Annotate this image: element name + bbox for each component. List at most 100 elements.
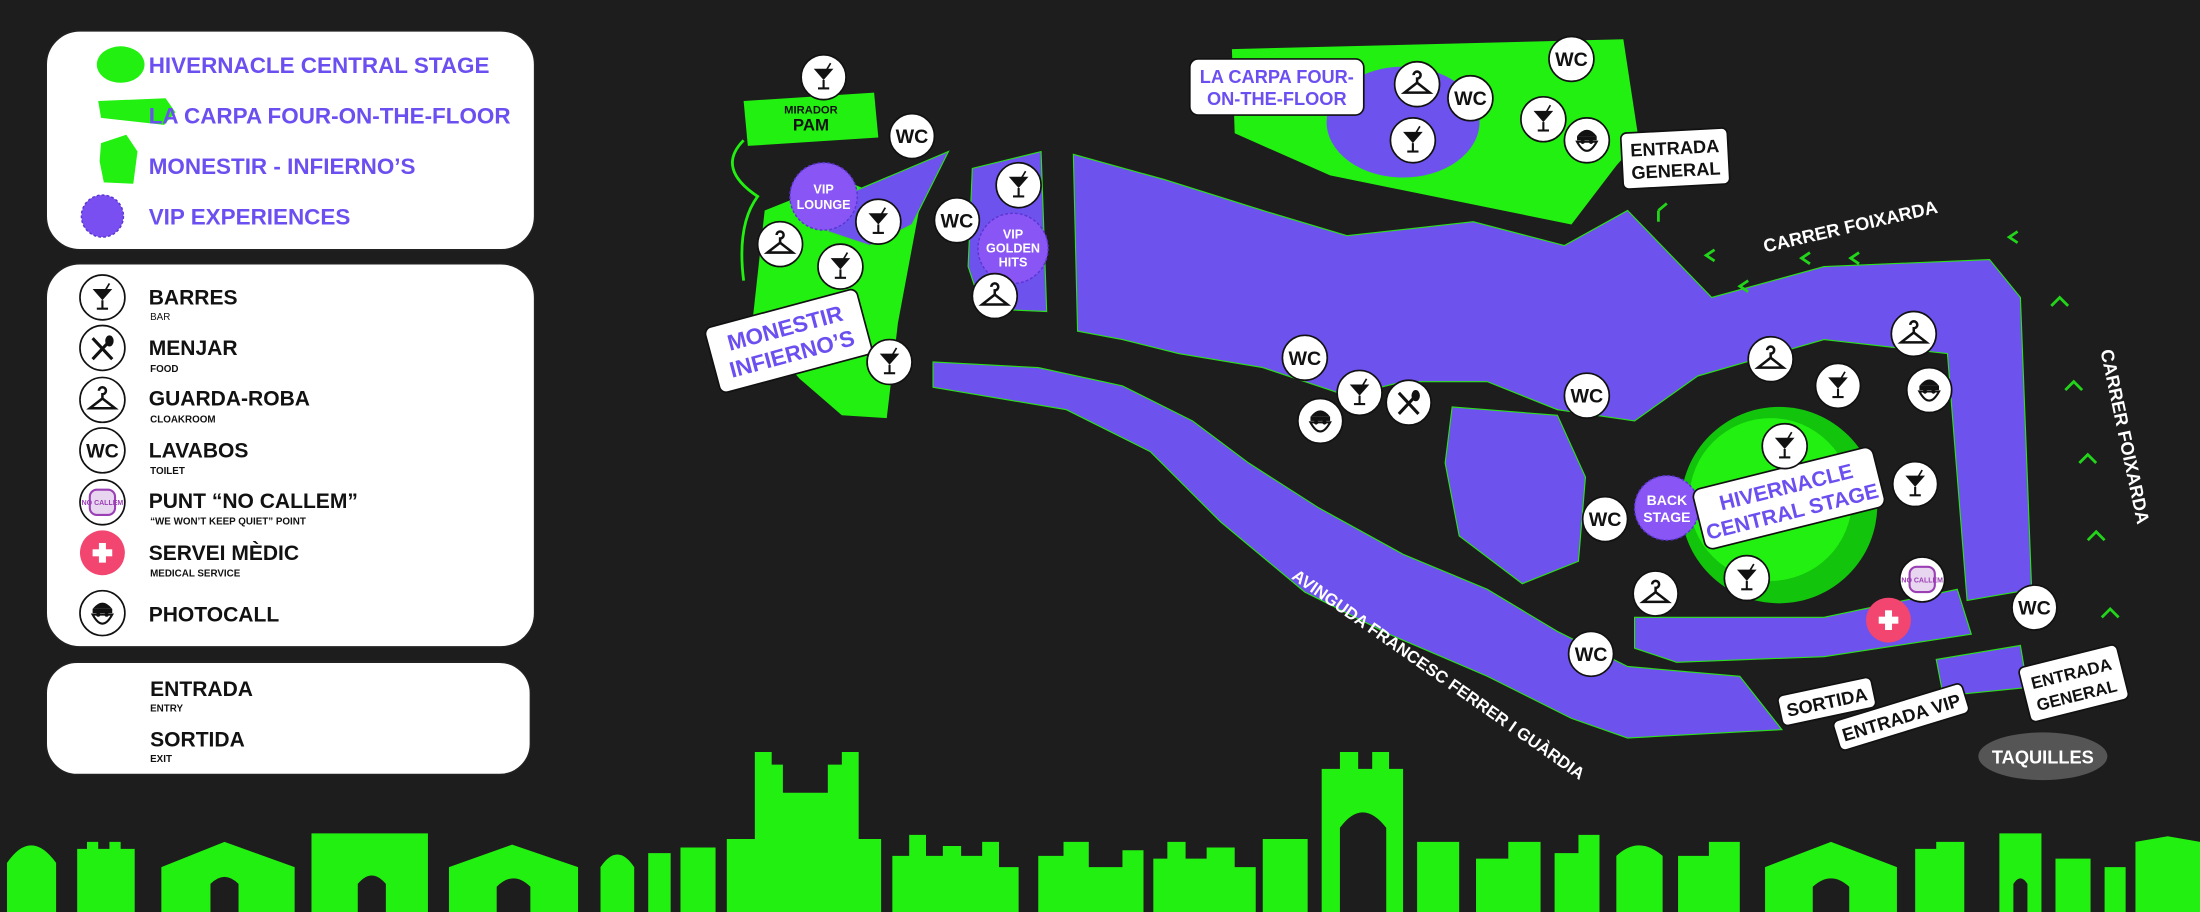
bar-marker[interactable]	[1723, 554, 1771, 602]
wc-marker[interactable]	[1581, 495, 1629, 543]
castle-skyline	[7, 752, 2200, 912]
bar-marker[interactable]	[1336, 369, 1383, 417]
hivernacle-swatch-icon	[96, 46, 145, 83]
svg-text:ON-THE-FLOOR: ON-THE-FLOOR	[1207, 88, 1347, 109]
street-label: CARRER FOIXARDA	[1761, 196, 1939, 257]
food-marker[interactable]	[1385, 379, 1432, 426]
svg-text:LOUNGE: LOUNGE	[797, 198, 851, 212]
wc-marker[interactable]	[1567, 630, 1615, 678]
svg-text:HITS: HITS	[999, 256, 1028, 270]
legend-label: SORTIDA	[150, 728, 245, 751]
wc-icon	[1555, 48, 1588, 71]
wc-marker[interactable]	[933, 196, 981, 244]
legend-label: ENTRADA	[150, 678, 253, 701]
legend-sublabel: TOILET	[150, 466, 185, 477]
medical-marker[interactable]	[1866, 597, 1911, 643]
bar-marker[interactable]	[1520, 95, 1567, 143]
legend-sublabel: BAR	[150, 312, 170, 323]
wc-icon	[2018, 597, 2051, 620]
wc-icon	[1288, 347, 1322, 370]
svg-text:GENERAL: GENERAL	[1631, 157, 1721, 183]
service-icons[interactable]: NO CALLEM	[756, 35, 2058, 678]
bar-marker[interactable]	[817, 243, 864, 290]
santa-marker[interactable]	[1296, 397, 1344, 445]
legend-sublabel: CLOAKROOM	[150, 414, 215, 425]
no-callem-icon	[1908, 565, 1936, 594]
cloak-marker[interactable]	[756, 220, 804, 268]
mirador-label: PAM	[793, 115, 829, 134]
entry-arrows	[1657, 202, 2120, 619]
svg-text:GOLDEN: GOLDEN	[986, 242, 1040, 256]
wc-icon	[940, 210, 974, 233]
wc-icon	[1570, 385, 1604, 408]
legend-label: MONESTIR - INFIERNO’S	[149, 154, 416, 179]
santa-marker[interactable]	[1563, 117, 1611, 164]
legend-sublabel: EXIT	[150, 754, 172, 765]
legend-label: LA CARPA FOUR-ON-THE-FLOOR	[149, 103, 511, 128]
legend-sublabel: ENTRY	[150, 703, 183, 714]
svg-text:LA CARPA FOUR-: LA CARPA FOUR-	[1200, 66, 1354, 87]
svg-text:VIP: VIP	[1003, 228, 1023, 242]
wc-icon	[1588, 509, 1622, 532]
monestir-swatch-icon	[99, 134, 138, 184]
legend-sublabel: “WE WON’T KEEP QUIET” POINT	[150, 517, 306, 528]
avinguda-area[interactable]	[932, 361, 1783, 739]
cloak-marker[interactable]	[971, 272, 1019, 320]
vip-swatch-icon	[80, 194, 125, 238]
svg-text:STAGE: STAGE	[1643, 509, 1690, 525]
wc-icon	[86, 440, 119, 463]
bar-marker[interactable]	[995, 161, 1042, 209]
legend-label: MENJAR	[149, 337, 238, 360]
legend-label: SERVEI MÈDIC	[149, 542, 299, 565]
wc-marker[interactable]	[1281, 334, 1329, 382]
cloak-marker[interactable]	[1393, 60, 1441, 108]
taquilles-badge[interactable]	[1978, 732, 2108, 781]
bar-marker[interactable]	[855, 198, 902, 245]
wc-marker[interactable]	[1548, 35, 1595, 83]
legend-label: PHOTOCALL	[149, 604, 280, 627]
svg-text:NO CALLEM: NO CALLEM	[1901, 577, 1943, 584]
svg-text:VIP: VIP	[813, 183, 833, 197]
cloak-marker[interactable]	[1890, 310, 1938, 358]
legend-access: ENTRADA ENTRY SORTIDA EXIT	[45, 661, 532, 776]
bar-marker[interactable]	[1891, 460, 1939, 508]
carpa-label: LA CARPA FOUR-ON-THE-FLOOR	[1188, 58, 1365, 116]
bar-marker[interactable]	[1761, 422, 1808, 470]
main-venue-area[interactable]	[1072, 153, 2033, 602]
legend-label: BARRES	[149, 286, 238, 309]
wc-marker[interactable]	[1447, 74, 1494, 122]
taquilles-label: TAQUILLES	[1992, 746, 2094, 767]
carpa-swatch-icon	[98, 98, 176, 125]
cloak-marker[interactable]	[1747, 335, 1794, 383]
mirador-label: MIRADOR	[784, 105, 838, 117]
wc-icon	[895, 126, 929, 149]
bar-marker[interactable]	[1389, 117, 1437, 164]
no-callem-icon: NO CALLEM	[79, 479, 126, 526]
bar-marker[interactable]	[866, 338, 913, 386]
legend-services: NO CALLEM BARRES BAR MENJAR FOOD GUARDA-…	[45, 263, 536, 648]
mirador-pam-area[interactable]	[743, 92, 879, 146]
nocallem-marker[interactable]: NO CALLEM	[1898, 556, 1946, 603]
bar-marker[interactable]	[1814, 362, 1862, 410]
street-label: CARRER FOIXARDA	[2096, 347, 2154, 526]
legend-label: PUNT “NO CALLEM”	[149, 490, 358, 513]
wc-marker[interactable]	[888, 112, 936, 160]
wc-icon	[1454, 88, 1487, 111]
svg-text:ENTRADA: ENTRADA	[1630, 135, 1720, 161]
legend-areas: HIVERNACLE CENTRAL STAGE LA CARPA FOUR-O…	[45, 30, 536, 251]
svg-text:NO CALLEM: NO CALLEM	[82, 500, 124, 507]
cloak-marker[interactable]	[1632, 570, 1679, 617]
wc-marker[interactable]	[2011, 584, 2058, 631]
medical-cross-icon	[79, 530, 125, 576]
santa-marker[interactable]	[1905, 366, 1953, 414]
wc-marker[interactable]	[1563, 372, 1611, 419]
legend-label: VIP EXPERIENCES	[149, 204, 351, 229]
bar-marker[interactable]	[800, 53, 847, 101]
legend-sublabel: FOOD	[150, 364, 178, 375]
legend-sublabel: MEDICAL SERVICE	[150, 569, 241, 580]
wc-icon	[1574, 643, 1608, 666]
